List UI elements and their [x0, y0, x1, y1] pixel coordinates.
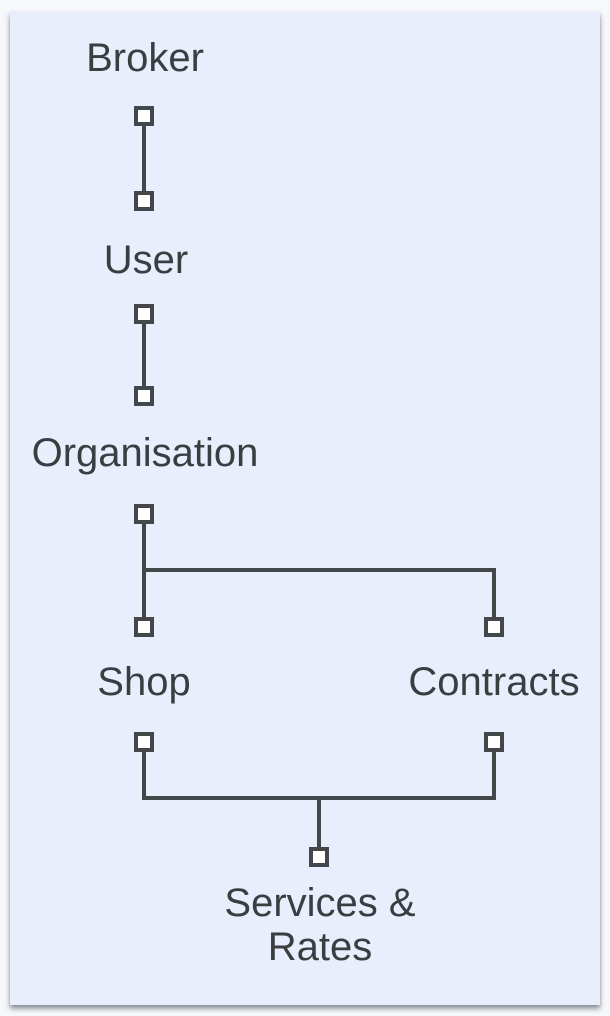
connector-square: [134, 191, 154, 211]
connector-square: [484, 617, 504, 637]
connector-square: [134, 732, 154, 752]
edge-shop-contracts-merge: [142, 742, 496, 800]
node-label-user: User: [103, 238, 189, 282]
node-label-shop: Shop: [97, 660, 191, 704]
diagram-card: Broker User Organisation Shop Contracts …: [10, 12, 600, 1005]
connector-lines: [134, 106, 504, 867]
connector-square: [134, 386, 154, 406]
node-label-organisation: Organisation: [31, 431, 259, 475]
connector-square: [309, 847, 329, 867]
node-label-services-rates-line2: Rates: [267, 925, 373, 969]
node-label-services-rates-line1: Services &: [224, 881, 416, 925]
connector-square: [134, 304, 154, 324]
connector-square: [134, 106, 154, 126]
node-label-services-rates: Services & Rates: [224, 881, 415, 969]
connector-square: [484, 732, 504, 752]
connector-square: [134, 617, 154, 637]
node-label-contracts: Contracts: [408, 660, 580, 704]
edge-organisation-contracts: [142, 514, 496, 627]
node-label-broker: Broker: [86, 36, 204, 80]
connector-square: [134, 504, 154, 524]
